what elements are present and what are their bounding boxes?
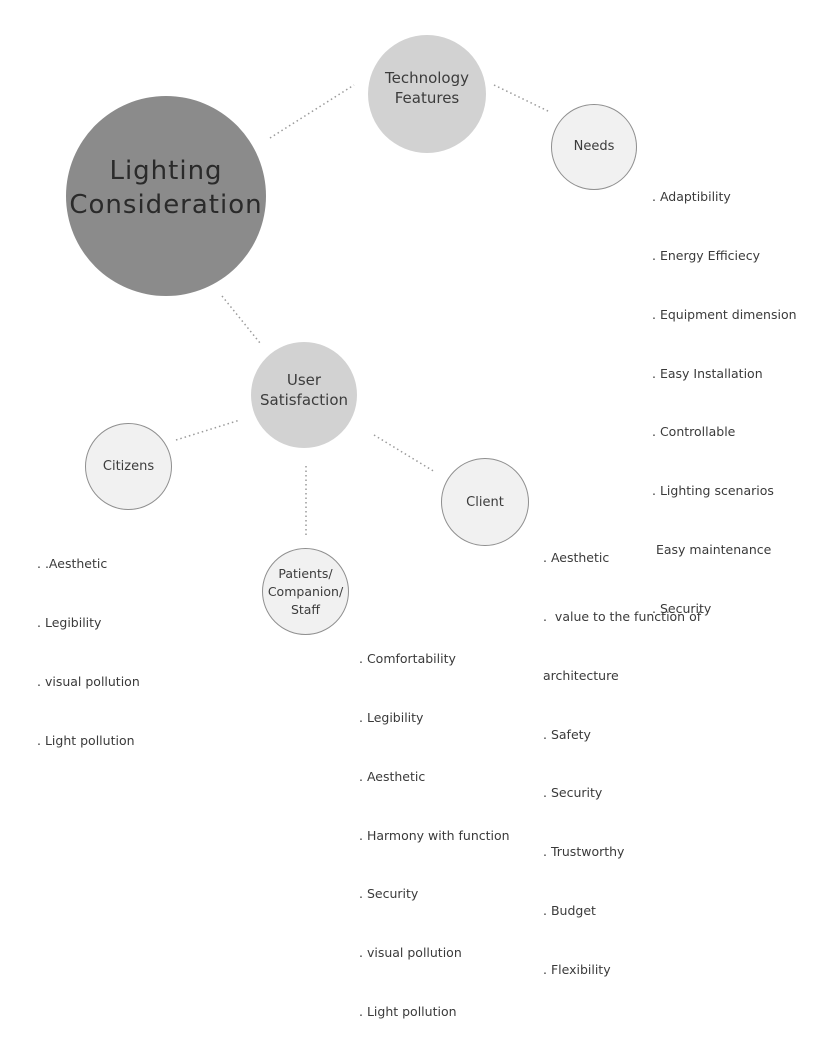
patients-attribute-list: . Comfortability . Legibility . Aestheti… [359, 610, 510, 1041]
connector-root-user [221, 295, 261, 344]
root-node-label: Lighting Consideration [69, 156, 263, 220]
list-item: . Flexibility [543, 961, 611, 977]
branch-node-label: User Satisfaction [259, 371, 349, 409]
list-item: . Legibility [359, 709, 424, 725]
list-item: . Light pollution [37, 732, 135, 748]
list-item: . Controllable [652, 424, 736, 440]
connector-user-citizens [175, 419, 241, 441]
list-item: . Security [543, 785, 603, 801]
connector-technology-needs [493, 84, 551, 113]
list-item: . Budget [543, 902, 596, 918]
leaf-node-client: Client [441, 458, 529, 546]
leaf-node-needs: Needs [551, 104, 637, 190]
list-item: architecture [543, 667, 619, 683]
branch-node-user-satisfaction: User Satisfaction [251, 342, 357, 448]
branch-node-technology-features: Technology Features [368, 35, 486, 153]
list-item: . Aesthetic [543, 550, 610, 566]
leaf-node-patients-companion-staff: Patients/ Companion/ Staff [262, 548, 349, 635]
list-item: . Security [359, 886, 419, 902]
connectors-layer [175, 84, 551, 538]
leaf-node-label: Client [466, 494, 504, 510]
list-item: . Aesthetic [359, 768, 426, 784]
list-item: . Comfortability [359, 651, 456, 667]
leaf-node-label: Needs [573, 138, 615, 154]
list-item: . Trustworthy [543, 844, 625, 860]
list-item: . Easy Installation [652, 365, 763, 381]
leaf-node-label: Citizens [102, 459, 155, 474]
list-item: . Light pollution [359, 1003, 457, 1019]
list-item: . visual pollution [359, 945, 462, 961]
list-item: . Legibility [37, 614, 102, 630]
list-item: . Security [652, 600, 712, 616]
list-item: Easy maintenance [652, 541, 772, 557]
root-node-lighting-consideration: Lighting Consideration [66, 96, 266, 296]
list-item: . Energy Efficiecy [652, 247, 760, 263]
list-item: . Safety [543, 726, 591, 742]
connector-user-client [373, 434, 436, 473]
connector-root-technology [269, 84, 355, 139]
citizens-attribute-list: . .Aesthetic . Legibility . visual pollu… [37, 515, 140, 770]
client-attribute-list: . Aesthetic . value to the function of a… [543, 509, 701, 999]
leaf-node-label: Patients/ Companion/ Staff [267, 565, 344, 617]
list-item: . visual pollution [37, 673, 140, 689]
needs-attribute-list: . Adaptibility . Energy Efficiecy . Equi… [652, 148, 797, 638]
list-item: . Equipment dimension [652, 306, 797, 322]
list-item: . value to the function of [543, 608, 702, 624]
leaf-node-citizens: Citizens [85, 423, 172, 510]
list-item: . .Aesthetic [37, 556, 108, 572]
list-item: . Harmony with function [359, 827, 510, 843]
branch-node-label: Technology Features [384, 69, 470, 107]
list-item: . Lighting scenarios [652, 483, 774, 499]
list-item: . Adaptibility [652, 189, 731, 205]
